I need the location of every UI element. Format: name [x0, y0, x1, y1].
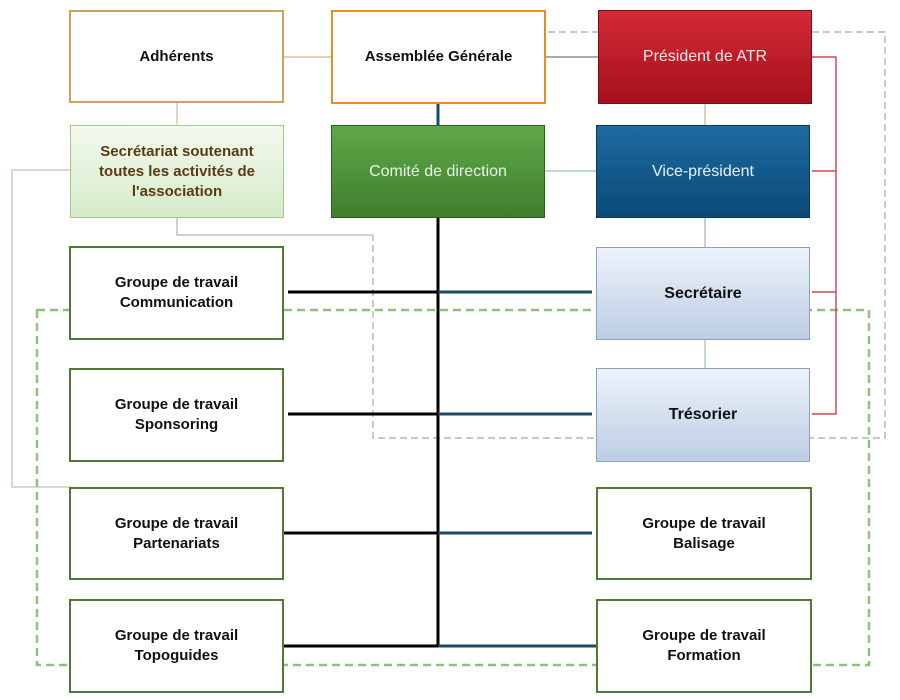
node-gt-balisage-line2: Balisage [673, 534, 735, 552]
node-gt-balisage: Groupe de travail Balisage [596, 487, 812, 580]
node-secretariat-line1: Secrétariat soutenant [100, 142, 254, 160]
node-vice-president: Vice-président [596, 125, 810, 218]
node-gt-balisage-line1: Groupe de travail [642, 514, 766, 532]
secretariat-bottom-connector [176, 218, 373, 236]
node-gt-partenariats-line1: Groupe de travail [114, 514, 239, 532]
node-gt-formation: Groupe de travail Formation [596, 599, 812, 693]
node-gt-sponsoring: Groupe de travail Sponsoring [69, 368, 284, 462]
node-gt-formation-line1: Groupe de travail [642, 627, 766, 644]
node-gt-partenariats: Groupe de travail Partenariats [69, 487, 284, 580]
node-adherents-label: Adhérents [139, 47, 214, 65]
node-secretariat-line3: l'association [131, 182, 223, 200]
node-secretaire: Secrétaire [596, 247, 810, 340]
node-vice-president-label: Vice-président [652, 162, 754, 180]
node-adherents: Adhérents [69, 10, 284, 103]
node-president: Président de ATR [598, 10, 812, 104]
node-president-label: Président de ATR [642, 48, 768, 65]
node-gt-communication-line2: Communication [119, 294, 234, 311]
dashed-frame-green [35, 308, 871, 667]
node-secretariat-line2: toutes les activités de [99, 162, 255, 180]
node-tresorier-label: Trésorier [668, 406, 738, 423]
secretariat-connector [11, 169, 70, 488]
node-secretaire-label: Secrétaire [664, 284, 742, 302]
node-gt-sponsoring-line1: Groupe de travail [114, 396, 239, 413]
node-assemblee-generale: Assemblée Générale [331, 10, 546, 104]
node-gt-communication: Groupe de travail Communication [69, 246, 284, 340]
node-tresorier: Trésorier [596, 368, 810, 462]
node-gt-topoguides: Groupe de travail Topoguides [69, 599, 284, 693]
node-secretariat: Secrétariat soutenant toutes les activit… [70, 125, 284, 218]
node-gt-partenariats-line2: Partenariats [133, 534, 220, 552]
node-gt-topoguides-line1: Groupe de travail [114, 627, 239, 644]
node-comite-direction: Comité de direction [331, 125, 545, 218]
node-gt-communication-line1: Groupe de travail [114, 274, 239, 291]
node-comite-label: Comité de direction [369, 162, 507, 180]
node-assemblee-label: Assemblée Générale [364, 48, 513, 65]
node-gt-sponsoring-line2: Sponsoring [134, 416, 219, 433]
red-bracket [812, 56, 837, 415]
node-gt-formation-line2: Formation [667, 647, 741, 664]
node-gt-topoguides-line2: Topoguides [134, 647, 219, 664]
